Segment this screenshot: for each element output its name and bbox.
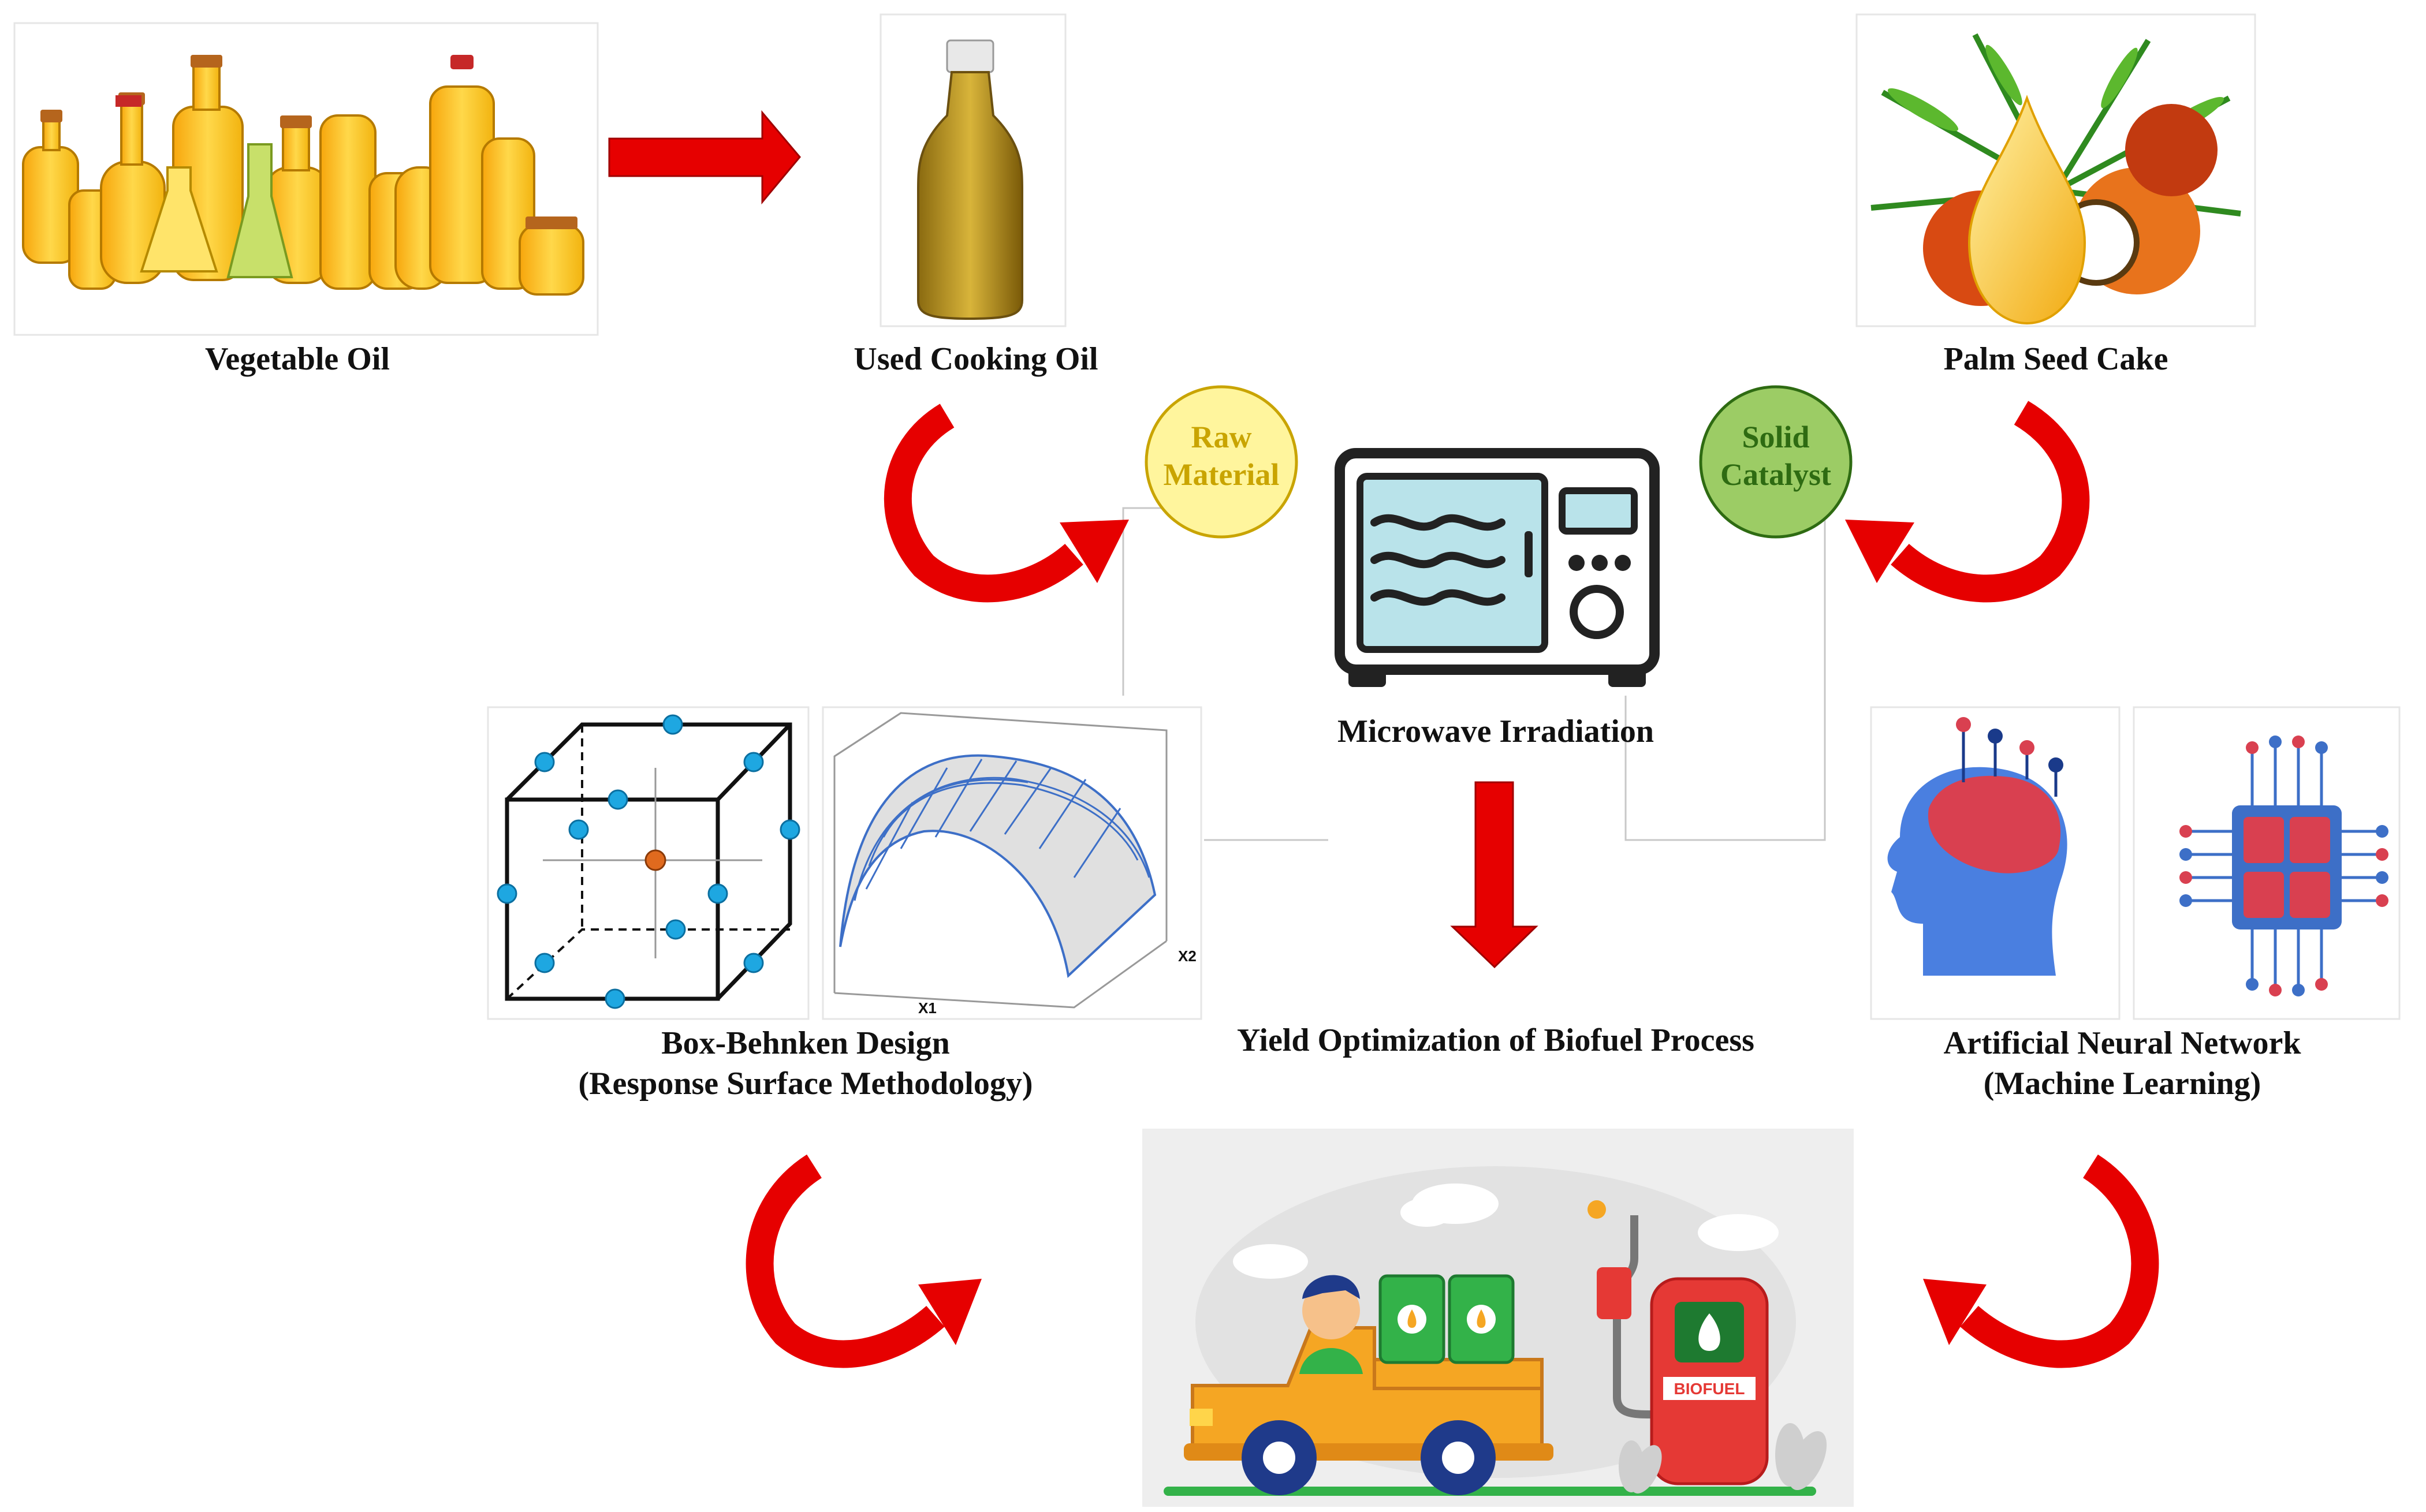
curved-arrow-used-to-raw	[884, 404, 1129, 603]
label-response-surface-methodology: (Response Surface Methodology)	[578, 1066, 1033, 1102]
svg-text:Solid: Solid	[1742, 420, 1809, 454]
label-box-behnken-design: Box-Behnken Design	[661, 1025, 949, 1061]
label-used-cooking-oil: Used Cooking Oil	[854, 341, 1098, 377]
axis-label-x2: X2	[1178, 947, 1197, 965]
axis-label-x1: X1	[918, 999, 937, 1017]
curved-arrow-ann-to-truck	[1923, 1154, 2159, 1368]
label-artificial-neural-network: Artificial Neural Network	[1944, 1025, 2302, 1061]
arrow-vegetable-to-used	[608, 110, 801, 205]
curved-arrow-palm-to-catalyst	[1845, 401, 2090, 603]
response-surface-plot-icon: X1 X2	[822, 706, 1202, 1020]
chip-icon	[2133, 706, 2401, 1020]
palm-fruit-oil-drop-icon	[1855, 13, 2256, 327]
microwave-icon	[1335, 448, 1660, 687]
arrow-microwave-to-yield	[1450, 781, 1538, 969]
oil-bottles-icon	[13, 22, 599, 336]
label-machine-learning: (Machine Learning)	[1984, 1066, 2261, 1102]
label-palm-seed-cake: Palm Seed Cake	[1944, 341, 2168, 377]
pump-sign-text: BIOFUEL	[1674, 1380, 1745, 1398]
curved-arrow-bbd-to-truck	[746, 1154, 982, 1368]
svg-text:Material: Material	[1164, 457, 1280, 492]
svg-text:Catalyst: Catalyst	[1720, 457, 1831, 492]
raw-material-badge: Raw Material	[1145, 385, 1298, 539]
box-behnken-cube-icon	[487, 706, 810, 1020]
solid-catalyst-badge: Solid Catalyst	[1699, 385, 1853, 539]
svg-text:Raw: Raw	[1191, 420, 1252, 454]
biofuel-truck-pump-icon: BIOFUEL	[1142, 1129, 1854, 1507]
label-vegetable-oil: Vegetable Oil	[205, 341, 390, 377]
single-oil-bottle-icon	[880, 13, 1067, 327]
label-microwave-irradiation: Microwave Irradiation	[1337, 714, 1654, 749]
label-yield-optimization: Yield Optimization of Biofuel Process	[1237, 1022, 1754, 1058]
brain-head-icon	[1870, 706, 2121, 1020]
